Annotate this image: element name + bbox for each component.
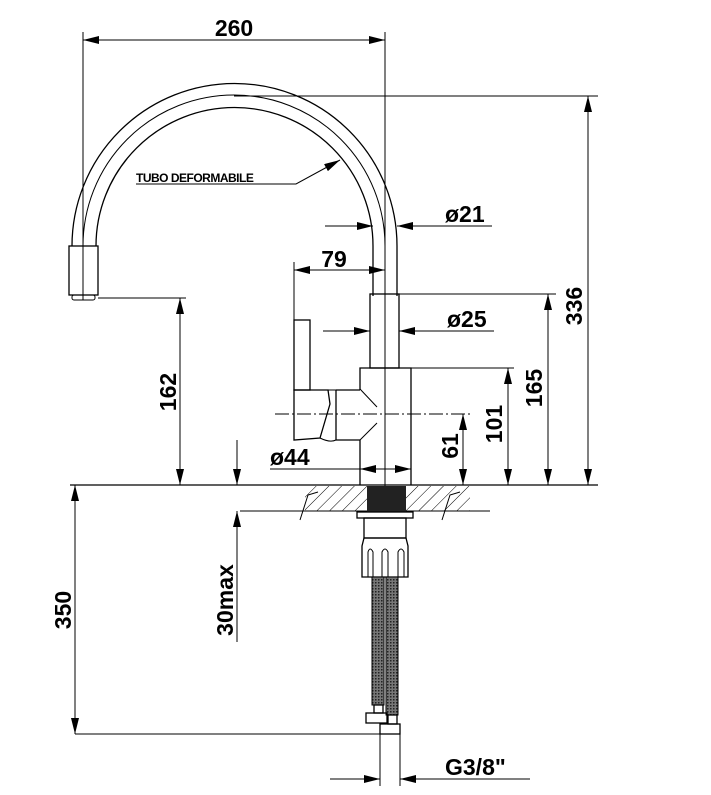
dimension-162: 162 [98,297,186,485]
svg-text:101: 101 [481,405,507,444]
dimension-30max: 30max [212,440,241,642]
fixing-nut [361,537,409,578]
svg-text:336: 336 [561,287,587,325]
svg-text:ø44: ø44 [270,444,310,470]
lever-handle [293,319,337,442]
svg-text:350: 350 [50,591,76,629]
svg-text:79: 79 [321,246,347,272]
svg-text:165: 165 [521,369,547,408]
dimension-350: 350 [50,485,380,735]
faucet-body [275,226,470,495]
dimension-61: 61 [437,414,467,485]
svg-text:260: 260 [215,15,253,41]
dimension-diameter-21: ø21 [325,201,492,230]
svg-text:30max: 30max [212,564,238,636]
dimension-165: 165 [399,293,556,485]
dimension-336: 336 [234,95,598,485]
svg-text:61: 61 [437,433,463,459]
countertop-section [70,484,598,578]
svg-text:162: 162 [155,373,181,411]
dimension-g3-8: G3/8" [330,734,530,786]
dimension-79: 79 [293,246,385,320]
dimension-101: 101 [411,367,514,485]
note-tubo-deformabile: TUBO DEFORMABILE [136,159,341,185]
svg-text:G3/8": G3/8" [445,754,506,780]
svg-text:ø21: ø21 [445,201,485,227]
threaded-shank [367,486,406,512]
washer [356,511,414,519]
flexible-hoses [365,576,401,735]
dimension-260: 260 [82,15,386,300]
dimension-diameter-25: ø25 [323,306,494,335]
svg-text:ø25: ø25 [447,306,487,332]
spout [68,82,398,301]
dimension-diameter-44: ø44 [270,444,411,473]
svg-text:TUBO DEFORMABILE: TUBO DEFORMABILE [136,171,254,185]
